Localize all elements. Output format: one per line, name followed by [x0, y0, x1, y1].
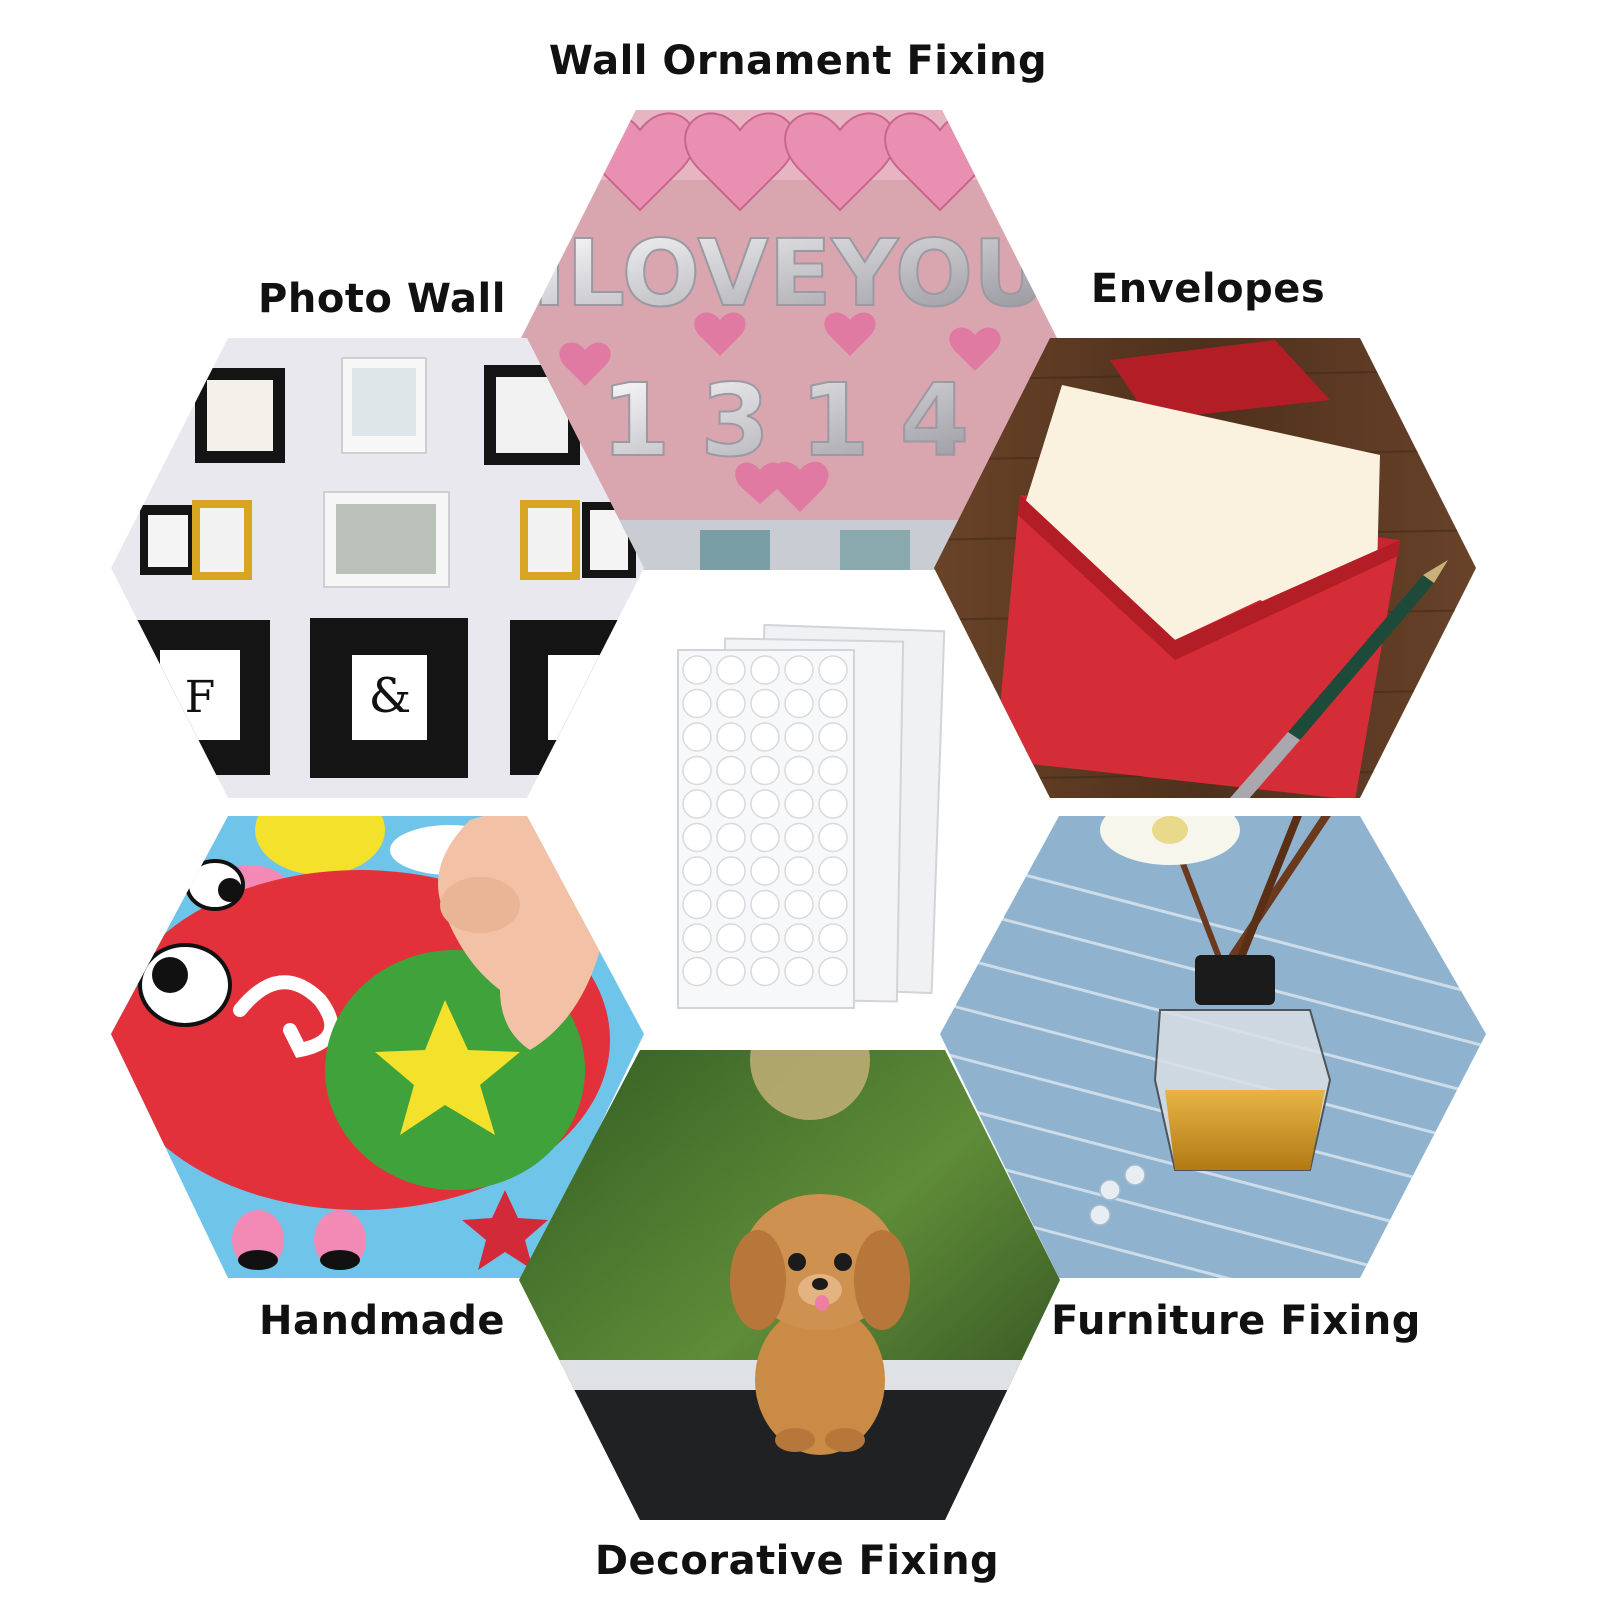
adhesive-dot: [784, 822, 814, 853]
svg-text:&: &: [369, 668, 412, 724]
adhesive-dot: [750, 889, 780, 920]
diffuser-bottle-icon: [1100, 816, 1334, 1171]
adhesive-dot: [784, 755, 814, 786]
adhesive-dot: [784, 722, 814, 752]
adhesive-dot: [716, 655, 746, 685]
adhesive-dot: [784, 688, 814, 719]
handmade-photo: [111, 816, 644, 1278]
adhesive-dot: [682, 889, 712, 920]
adhesive-dot: [682, 956, 712, 987]
adhesive-dot: [750, 722, 780, 752]
adhesive-dot: [716, 688, 746, 719]
adhesive-dot: [716, 822, 746, 853]
adhesive-dot: [784, 956, 814, 987]
adhesive-dot: [716, 755, 746, 786]
pen-icon: [1215, 560, 1448, 798]
adhesive-dot: [818, 655, 848, 685]
adhesive-dot: [818, 889, 848, 920]
adhesive-dot: [682, 822, 712, 853]
adhesive-dot: [750, 856, 780, 886]
label-wall-ornament-fixing: Wall Ornament Fixing: [548, 38, 1048, 84]
label-decorative-fixing: Decorative Fixing: [594, 1538, 1000, 1584]
adhesive-dots-sheet-icon: [677, 623, 946, 1009]
adhesive-dot: [682, 722, 712, 752]
adhesive-dot: [784, 923, 814, 953]
adhesive-dot: [682, 655, 712, 685]
adhesive-dot: [750, 755, 780, 786]
envelopes-photo: [934, 338, 1476, 798]
adhesive-dot: [716, 923, 746, 953]
decorative-fixing-photo: [519, 1050, 1060, 1520]
adhesive-dot: [818, 856, 848, 886]
adhesive-dot: [716, 956, 746, 987]
adhesive-dot: [682, 923, 712, 953]
adhesive-dot: [818, 822, 848, 853]
adhesive-dot: [716, 856, 746, 886]
adhesive-dot: [750, 688, 780, 719]
adhesive-dot: [682, 789, 712, 819]
photo-wall-photo: & F: [111, 338, 644, 798]
adhesive-dot: [682, 755, 712, 786]
label-photo-wall: Photo Wall: [258, 276, 506, 322]
adhesive-dot: [716, 889, 746, 920]
adhesive-dot: [750, 822, 780, 853]
adhesive-dot: [716, 722, 746, 752]
adhesive-dot: [818, 722, 848, 752]
adhesive-dot: [818, 923, 848, 953]
adhesive-dot: [784, 655, 814, 685]
dog-figurine-icon: [730, 1194, 910, 1455]
adhesive-dot: [682, 856, 712, 886]
adhesive-dot: [750, 655, 780, 685]
adhesive-dot: [716, 789, 746, 819]
svg-text:F: F: [185, 672, 216, 723]
adhesive-dot: [784, 856, 814, 886]
adhesive-dot: [818, 688, 848, 719]
label-handmade: Handmade: [258, 1298, 506, 1344]
adhesive-dot: [750, 923, 780, 953]
label-furniture-fixing: Furniture Fixing: [1051, 1298, 1421, 1344]
furniture-fixing-photo: [940, 816, 1486, 1278]
adhesive-dot: [818, 956, 848, 987]
label-envelopes: Envelopes: [1090, 266, 1326, 312]
balloon-numbers: 1314: [601, 362, 999, 479]
adhesive-dot: [818, 755, 848, 786]
adhesive-dot: [682, 688, 712, 719]
adhesive-dot: [784, 789, 814, 819]
balloon-letters: ILOVEYOU: [532, 220, 1048, 327]
adhesive-dot: [784, 889, 814, 920]
adhesive-dot: [818, 789, 848, 819]
adhesive-dot: [750, 956, 780, 987]
adhesive-dot: [750, 789, 780, 819]
